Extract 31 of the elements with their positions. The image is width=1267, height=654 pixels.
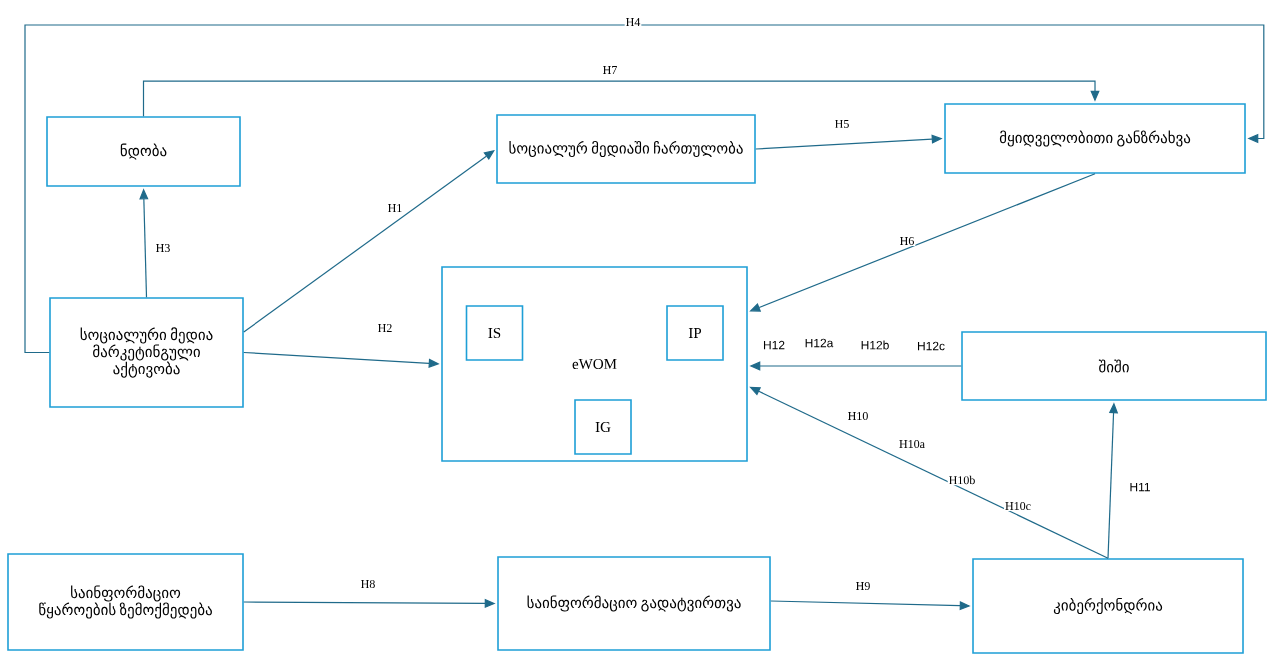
box: კიბერქონდრია [972,558,1244,654]
edge-label: H5 [833,119,851,129]
arrow [142,80,1100,117]
hypothesis-label: H12c [916,340,946,352]
hypothesis-label: H10a [898,438,926,450]
hypothesis-label: H12a [803,337,835,349]
edge-label: H11 [1128,481,1152,493]
box: სოციალურ მედიაში ჩართულობა [496,114,756,184]
edge-label: H12 [762,339,786,351]
box: საინფორმაციო წყაროების ზემოქმედება [7,553,244,651]
box: სოციალური მედია მარკეტინგული აქტივობა [49,297,244,408]
inner-box: IG [574,399,632,455]
box: საინფორმაციო გადატვირთვა [497,556,771,651]
edge-label: H4 [624,17,642,27]
edge-label: H1 [386,203,404,213]
box: ნდობა [46,116,241,187]
hypothesis-label: H10c [1004,500,1032,512]
box: შიში [961,331,1267,401]
inner-box: IP [666,305,724,361]
arrow [24,24,1265,354]
inner-box: IS [465,305,524,361]
edge-label: H9 [854,581,872,592]
edge-label: H2 [376,323,394,333]
edge-label: H10 [846,410,870,422]
hypothesis-label: H10b [947,474,977,486]
edge-label: H8 [359,578,377,590]
edge-label: H3 [154,242,172,254]
hypothesis-label: H12b [859,339,891,351]
box: მყიდველობითი განზრახვა [944,103,1246,174]
edge-label: H6 [898,235,916,247]
edge-label: H7 [601,65,619,75]
